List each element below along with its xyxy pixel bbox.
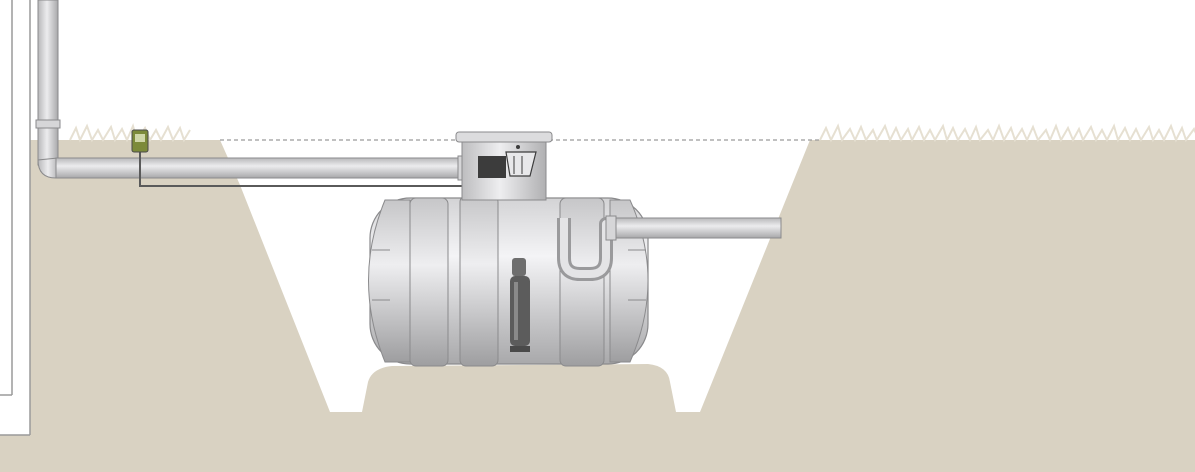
inlet-pipe [55,157,477,179]
soil [0,140,1195,472]
overflow-pipe [605,217,782,239]
filter-basket-icon [478,145,537,178]
control-box-icon [135,134,145,142]
pump-icon [510,258,530,352]
building-wall [0,0,31,436]
underground-tank [368,195,649,367]
pump-control-box [131,129,149,153]
grass [69,123,1195,143]
downpipe [35,0,61,179]
